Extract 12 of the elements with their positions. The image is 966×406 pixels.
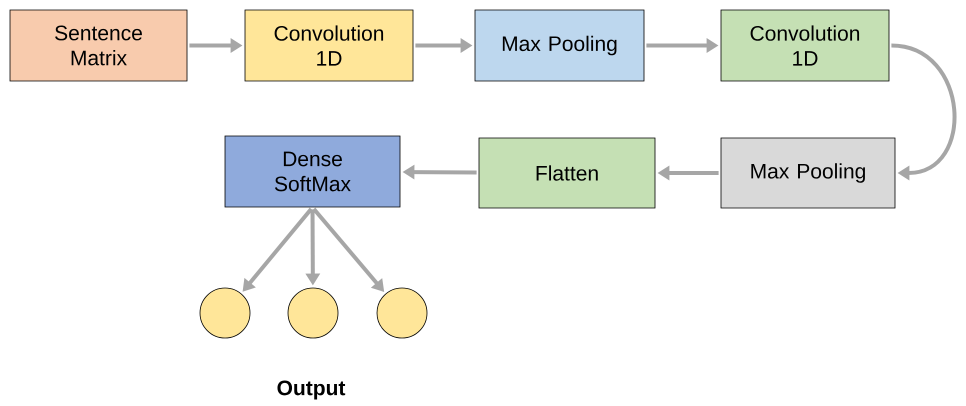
output-circle [376,288,428,338]
output-label: Output [277,380,346,400]
output-circle [200,288,250,338]
process-box: Convolution 1D [244,10,414,82]
process-box: Flatten [478,138,656,208]
process-box: Sentence Matrix [10,10,188,82]
process-box: Max Pooling [720,138,896,208]
process-box: Dense SoftMax [224,136,400,208]
output-circle [288,288,338,338]
process-box: Convolution 1D [720,10,890,82]
arrow [891,44,956,180]
process-box: Max Pooling [474,10,644,82]
